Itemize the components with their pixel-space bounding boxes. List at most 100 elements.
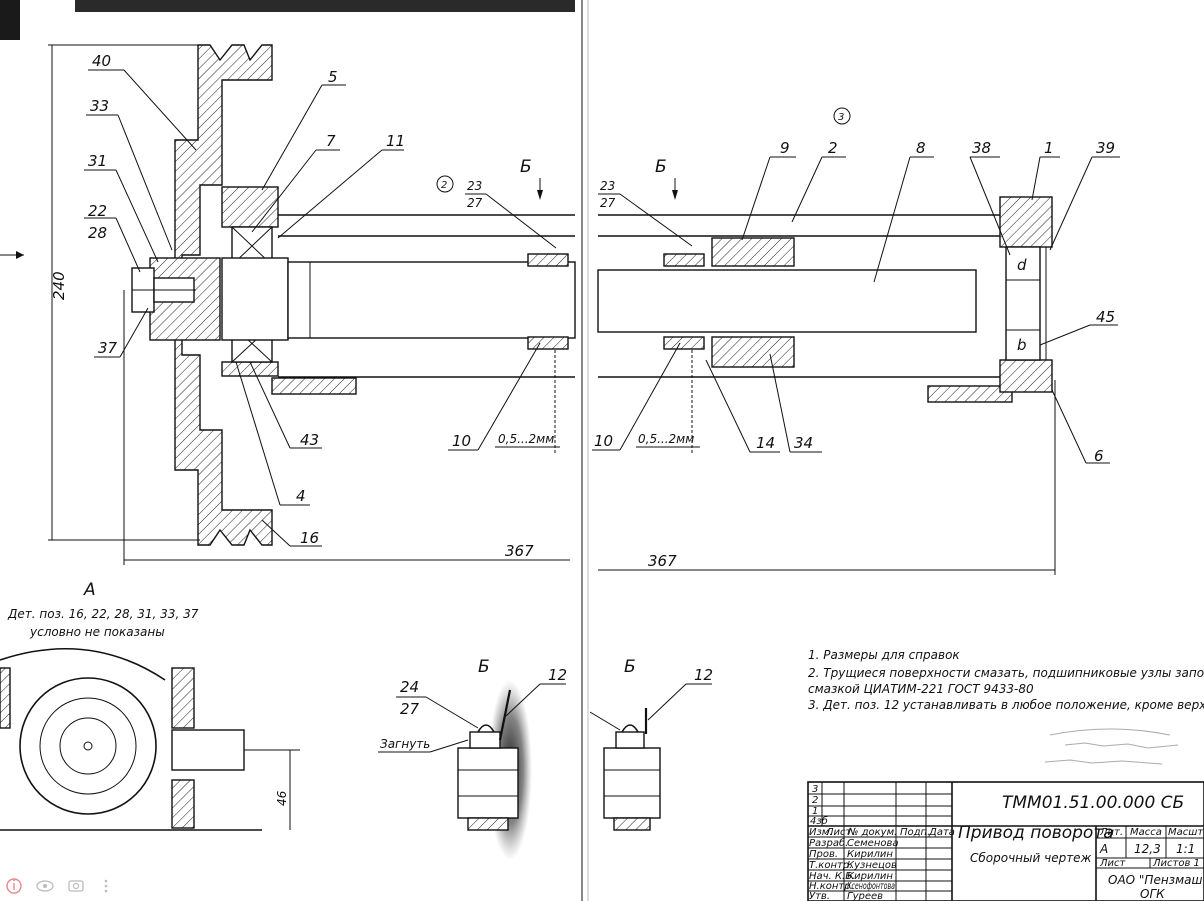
lit-value: А <box>1099 842 1108 856</box>
callout-1: 1 <box>1044 139 1054 157</box>
sleeve-9 <box>711 237 795 267</box>
view-a-label: А <box>83 580 96 600</box>
callout-8: 8 <box>916 139 926 157</box>
technical-notes: 1. Размеры для справок 2. Трущиеся повер… <box>808 648 1204 712</box>
section-b-right-view: Б 12 <box>589 657 713 831</box>
callout-38: 38 <box>972 139 991 157</box>
dimension-367: 367 367 <box>123 290 1056 575</box>
col-docnum: № докум. <box>847 827 897 838</box>
main-section-view <box>131 44 1053 546</box>
callout-23-right: 23 <box>600 179 615 193</box>
callout-10-left: 10 <box>452 432 471 450</box>
role-nachkb: Нач. К.Б. <box>809 871 855 882</box>
view-a-note-line1: Дет. поз. 16, 22, 28, 31, 33, 37 <box>7 607 199 621</box>
scan-shadow-top <box>75 0 575 12</box>
callout-7: 7 <box>326 132 336 150</box>
sheets-label: Листов 1 <box>1152 858 1200 869</box>
callout-27: 27 <box>400 700 420 718</box>
product-name: Привод поворота <box>958 823 1114 843</box>
circled-3: 3 <box>838 112 844 123</box>
scale-value: 1:1 <box>1176 842 1195 856</box>
col-izm: Изм. <box>809 827 833 838</box>
role-razrab: Разраб. <box>809 837 848 849</box>
housing-bot-left <box>221 361 279 377</box>
callout-23-left: 23 <box>467 179 482 193</box>
callouts: 40 33 31 22 28 37 5 7 11 43 4 16 10 10 1… <box>84 52 1120 547</box>
change-row-2: 2 <box>812 795 818 806</box>
housing-top-left <box>221 186 279 228</box>
role-utv: Утв. <box>809 891 830 901</box>
org-line1: ОАО "Пензмаш" <box>1108 873 1204 887</box>
change-row-4: 4зб <box>810 815 828 827</box>
sheet-label: Лист <box>1099 858 1127 869</box>
change-row-1: 1 <box>812 806 818 817</box>
doc-type: Сборочный чертеж <box>970 851 1092 865</box>
callout-28: 28 <box>88 224 107 242</box>
callout-40: 40 <box>92 52 111 70</box>
gap-dim-left: 0,5...2мм <box>498 432 554 446</box>
section-b-title-left: Б <box>478 657 490 677</box>
callout-10-right: 10 <box>594 432 613 450</box>
col-list: Лист <box>825 827 853 838</box>
role-prov: Пров. <box>809 849 838 860</box>
callout-14: 14 <box>756 434 775 452</box>
col-date: Дата <box>928 827 955 838</box>
view-a: А Дет. поз. 16, 22, 28, 31, 33, 37 услов… <box>0 580 300 831</box>
housing-right <box>999 196 1053 248</box>
section-b-title-right: Б <box>624 657 636 677</box>
pulley-section <box>174 44 273 546</box>
title-block: 3 2 1 4зб Изм. Лист № докум. Подп. Дата … <box>807 781 1204 901</box>
callout-31: 31 <box>88 152 107 170</box>
gap-dim-right: 0,5...2мм <box>638 432 694 446</box>
name-nachkb: Кирилин <box>847 871 893 882</box>
callout-27-right: 27 <box>600 196 616 210</box>
note-2-cont: смазкой ЦИАТИМ-221 ГОСТ 9433-80 <box>808 682 1034 696</box>
bearing-label-d: d <box>1017 256 1027 274</box>
callout-2: 2 <box>828 139 838 157</box>
dim-367-left: 367 <box>505 542 534 560</box>
eye-icon[interactable] <box>36 880 54 892</box>
org-line2: ОГК <box>1140 887 1165 901</box>
name-tkontr: Кузнецов <box>847 860 897 871</box>
note-1: 1. Размеры для справок <box>808 648 960 662</box>
callout-39: 39 <box>1096 139 1115 157</box>
col-podp: Подп. <box>900 827 930 838</box>
note-3: 3. Дет. поз. 12 устанавливать в любое по… <box>808 698 1204 712</box>
bearing-right <box>1005 246 1041 361</box>
section-b-marker-right: Б <box>655 157 667 177</box>
bearing-label-b: b <box>1017 336 1027 354</box>
mass-value: 12,3 <box>1134 842 1161 856</box>
faint-stamp <box>1044 728 1179 765</box>
scan-shadow-left <box>0 0 20 40</box>
change-row-3: 3 <box>812 784 818 795</box>
callout-6: 6 <box>1094 447 1104 465</box>
name-nkontr: Ксенофонтова <box>847 881 895 892</box>
callout-34: 34 <box>794 434 813 452</box>
callout-22: 22 <box>88 202 107 220</box>
callout-4: 4 <box>296 487 306 505</box>
callout-5: 5 <box>328 68 338 86</box>
lit-header: Лит. <box>1099 827 1123 838</box>
info-icon[interactable] <box>6 878 22 894</box>
callout-zagnut: Загнуть <box>380 737 430 751</box>
camera-icon[interactable] <box>68 880 84 892</box>
main-shaft-right <box>597 269 977 333</box>
viewer-toolbar <box>6 878 108 894</box>
more-icon[interactable] <box>104 879 108 893</box>
main-shaft <box>287 261 576 339</box>
callout-37: 37 <box>98 339 118 357</box>
note-2: 2. Трущиеся поверхности смазать, подшипн… <box>808 666 1204 680</box>
section-b-marker-left: Б <box>520 157 532 177</box>
callout-27-left: 27 <box>467 196 483 210</box>
callout-9: 9 <box>780 139 790 157</box>
name-prov: Кирилин <box>847 849 893 860</box>
callout-43: 43 <box>300 431 319 449</box>
circled-2: 2 <box>441 180 447 191</box>
callout-45: 45 <box>1096 308 1115 326</box>
mass-header: Масса <box>1130 827 1162 838</box>
name-razrab: Семенова <box>847 838 899 849</box>
callout-33: 33 <box>90 97 109 115</box>
designation: ТММ01.51.00.000 СБ <box>1002 793 1184 813</box>
callout-24: 24 <box>400 678 419 696</box>
